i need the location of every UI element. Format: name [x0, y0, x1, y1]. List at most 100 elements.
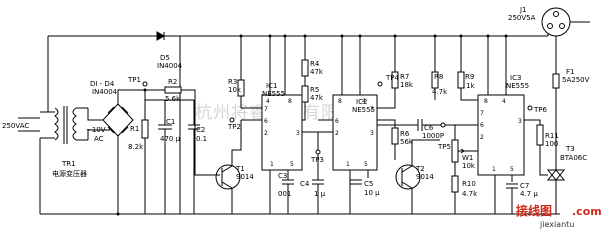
r7-name-label: R7: [400, 73, 409, 81]
c2-value-label: 0.1: [196, 135, 207, 143]
ic1-gnd-wire: [269, 170, 289, 214]
r11-name-label: R11: [545, 132, 559, 140]
r11-value-label: 100: [545, 140, 558, 148]
r3-value-label: 10k: [228, 86, 242, 94]
ic2-name-label: IC2: [356, 98, 367, 106]
r9-resistor: [457, 71, 465, 89]
ic1-pin-2: 2: [264, 130, 268, 137]
c5-name-label: C5: [364, 180, 373, 188]
r5-name-label: R5: [310, 86, 319, 94]
tr1-desc-label: 电源变压器: [52, 169, 87, 178]
r10-name-label: R10: [462, 180, 476, 188]
ic3-pin-3: 3: [518, 118, 522, 125]
ic1-power-wire: [269, 36, 286, 95]
ic3-pin-1: 1: [492, 166, 496, 173]
r9-value-label: 1k: [466, 82, 475, 90]
transistor-t1: [215, 120, 242, 214]
rectifier-label: DI - D4: [90, 80, 115, 88]
ic2-pin-2: 2: [335, 130, 339, 137]
f1-name-label: F1: [566, 68, 574, 76]
r4-resistor: [301, 59, 309, 77]
t3-part-label: BTA06C: [560, 154, 587, 162]
c5-value-label: 10 μ: [364, 189, 380, 197]
ic3-pin-4: 4: [502, 98, 506, 105]
ic1-pin-3: 3: [296, 130, 300, 137]
r2-value-label: 5.6k: [165, 95, 181, 103]
ic1-out-wire: [302, 131, 319, 150]
r2-wire: [145, 89, 220, 176]
c4-capacitor: [312, 154, 324, 214]
tp6-label: TP6: [533, 106, 547, 114]
ic3-pin-7: 7: [480, 110, 484, 117]
socket-j1: [541, 7, 590, 50]
tp3-label: TP3: [310, 156, 324, 164]
r8-name-label: R8: [434, 73, 443, 81]
tp4-point: [377, 81, 383, 87]
c7-name-label: C7: [520, 182, 529, 190]
r4-name-label: R4: [310, 60, 320, 68]
ic2-gnd-wire: [349, 170, 369, 214]
c6-name-label: C6: [424, 124, 434, 132]
secondary-voltage-label: ~10V: [86, 126, 106, 134]
ic2-pin-3: 3: [370, 130, 374, 137]
ic1-name-label: IC1: [266, 82, 277, 90]
ic1-pin-8: 8: [288, 98, 292, 105]
site-logo: 接线图 .com jiexiantu: [516, 203, 602, 229]
ic2-pin-7: 7: [370, 106, 374, 113]
ic3-out-wire: [524, 119, 541, 125]
tp5-point: [440, 122, 446, 128]
tp3-point: [315, 149, 321, 155]
c2-name-label: C2: [196, 126, 205, 134]
ic1-pin-4: 4: [266, 98, 270, 105]
ic2-pin-1: 1: [346, 161, 350, 168]
r6-resistor: [391, 127, 399, 145]
d5-part-label: IN4004: [157, 62, 183, 70]
r5-value-label: 47k: [310, 94, 324, 102]
r2-name-label: R2: [168, 78, 177, 86]
ac-label: AC: [94, 135, 104, 143]
rectifier-part-label: IN4004: [92, 88, 118, 96]
t2-part-label: 9014: [416, 173, 434, 181]
w1-r10-wire: [454, 125, 478, 214]
bridge-rectifier: [87, 89, 145, 214]
r7-wire: [377, 36, 396, 109]
site-logo-pinyin: jiexiantu: [539, 220, 574, 229]
r7-value-label: 18k: [400, 81, 414, 89]
mains-input-wire: [18, 117, 40, 132]
fuse-f1: [552, 50, 560, 96]
transistor-t2: [395, 139, 440, 214]
transformer-tr1: [54, 106, 88, 144]
w1-value-label: 10k: [462, 162, 476, 170]
c3-value-label: 001: [278, 190, 291, 198]
c6-value-label: 1000P: [422, 132, 444, 140]
ic3-name-label: IC3: [510, 74, 521, 82]
site-logo-name: 接线图: [516, 203, 552, 218]
r11-gate-wire: [539, 145, 548, 176]
ic1-part-label: NE555: [262, 90, 285, 98]
ic3-pin-8: 8: [484, 98, 488, 105]
tp1-point: [142, 81, 148, 87]
r2-resistor: [164, 86, 182, 94]
ic3-gnd-wire: [494, 175, 513, 214]
ic1-pin-5: 5: [290, 161, 294, 168]
ic3-power-wire: [487, 36, 507, 95]
ic1-pin-6: 6: [264, 118, 268, 125]
r1-resistor: [141, 119, 149, 139]
r4-r5-wire: [302, 36, 306, 121]
ic2-power-wire: [341, 36, 361, 95]
ic2-part-label: NE555: [352, 106, 375, 114]
w1-name-label: W1: [462, 154, 473, 162]
c5-capacitor: [350, 179, 362, 185]
c6-capacitor: [377, 119, 470, 131]
tp2-label: TP2: [227, 123, 241, 131]
c3-name-label: C3: [278, 172, 287, 180]
triac-t3: [546, 96, 566, 214]
tp5-label: TP5: [437, 143, 451, 151]
c7-value-label: 4.7 μ: [520, 190, 538, 198]
ic1-pin-1: 1: [270, 161, 274, 168]
j1-name-label: J1: [519, 6, 527, 14]
r3-name-label: R3: [228, 78, 237, 86]
ic2-pin-4: 4: [362, 98, 366, 105]
mains-primary-wire: [40, 111, 55, 139]
c1-value-label: 470 μ: [160, 135, 181, 143]
